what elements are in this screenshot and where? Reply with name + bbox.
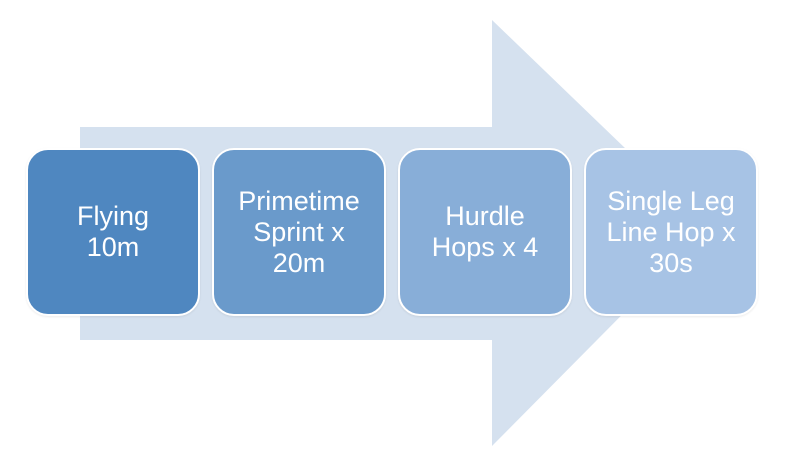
step-label: Hurdle Hops x 4	[431, 201, 539, 262]
step-box-single-leg-line-hop: Single Leg Line Hop x 30s	[584, 148, 758, 316]
step-box-hurdle-hops: Hurdle Hops x 4	[398, 148, 572, 316]
arrow-shape	[80, 20, 708, 446]
step-label: Primetime Sprint x 20m	[238, 185, 360, 278]
step-box-primetime-sprint: Primetime Sprint x 20m	[212, 148, 386, 316]
step-label: Flying 10m	[76, 201, 150, 262]
step-label: Single Leg Line Hop x 30s	[606, 185, 736, 278]
step-box-flying: Flying 10m	[26, 148, 200, 316]
